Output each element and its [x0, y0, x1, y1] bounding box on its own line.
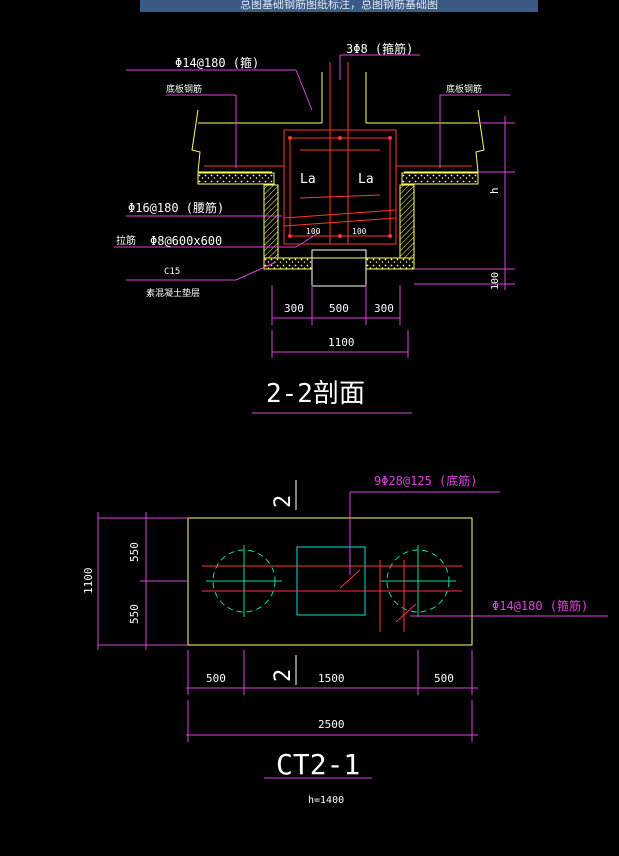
plan-subtitle: h=1400 [308, 795, 344, 806]
dim-500: 500 [329, 302, 349, 315]
tie-bar-label: Φ8@600x600 [150, 234, 222, 248]
dim-300-left: 300 [284, 302, 304, 315]
main-bar-label: 9Φ28@125 (底筋) [374, 473, 477, 488]
plan-title: CT2-1 [276, 748, 360, 781]
bottom-plate-right-label: 底板钢筋 [446, 83, 482, 95]
dim-h-label: h [488, 187, 501, 194]
section-dimensions [114, 54, 515, 414]
tie-label: 拉筋 [116, 234, 136, 247]
cover-right-label: 100 [352, 227, 367, 236]
dim-plan-500-left: 500 [206, 672, 226, 685]
cushion-right [401, 172, 479, 185]
plan-ct2-1: 2 2 9Φ28@125 (底筋) Φ14@180 (箍筋) 1100 550 … [82, 473, 608, 806]
la-left-label: La [300, 172, 316, 187]
concrete-grade-label: C15 [164, 267, 180, 277]
dim-1100: 1100 [328, 336, 355, 349]
cushion-left [197, 172, 275, 185]
dim-plan-500-right: 500 [434, 672, 454, 685]
dim-plan-1500: 1500 [318, 672, 345, 685]
rebar-plan [202, 560, 462, 632]
top-bar-label: 3Φ8 (箍筋) [346, 41, 413, 56]
pit-wall-right [399, 184, 415, 259]
side-bar-label: Φ14@180 (箍筋) [492, 598, 588, 613]
la-right-label: La [358, 172, 374, 187]
cushion-bottom-right [365, 257, 415, 270]
rebar-dots [288, 136, 392, 238]
column-outline [296, 546, 366, 616]
pile-centerlines [206, 545, 456, 617]
cushion-label: 素混凝土垫层 [146, 287, 200, 299]
rebar-section [204, 62, 472, 245]
dim-left-bottom: 550 [128, 604, 141, 624]
section-labels: 3Φ8 (箍筋) Φ14@180 (箍) 底板钢筋 底板钢筋 La La 100… [116, 41, 501, 409]
document-title-bar: 总图基础钢筋图纸标注，总图钢筋基础图 [140, 0, 538, 12]
dim-left-total: 1100 [82, 568, 95, 595]
dim-100-label: 100 [490, 272, 501, 290]
plan-labels: 2 2 9Φ28@125 (底筋) Φ14@180 (箍筋) 1100 550 … [82, 473, 588, 806]
cushion-bottom-left [263, 257, 313, 270]
cut-mark-top-label: 2 [271, 495, 296, 508]
cut-mark-bottom-label: 2 [271, 669, 296, 682]
cover-left-label: 100 [306, 227, 321, 236]
bottom-plate-left-label: 底板钢筋 [166, 83, 202, 95]
section-title: 2-2剖面 [266, 379, 365, 409]
plan-dimensions [97, 491, 608, 779]
left-bar-label: Φ14@180 (箍) [175, 55, 259, 70]
dim-300-right: 300 [374, 302, 394, 315]
dim-plan-2500: 2500 [318, 718, 345, 731]
section-2-2: 3Φ8 (箍筋) Φ14@180 (箍) 底板钢筋 底板钢筋 La La 100… [114, 41, 515, 414]
layer-bar-label: Φ16@180 (腰筋) [128, 200, 224, 215]
sump [311, 249, 367, 287]
dim-left-top: 550 [128, 542, 141, 562]
